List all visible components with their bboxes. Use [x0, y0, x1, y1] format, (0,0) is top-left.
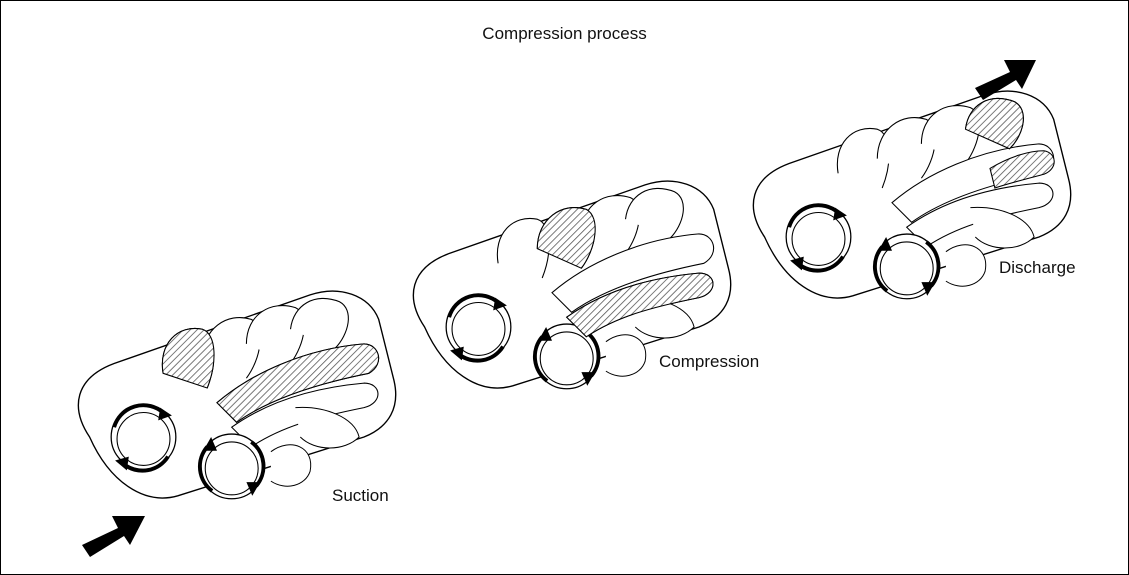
discharge-label: Discharge [999, 258, 1076, 278]
suction-label: Suction [332, 486, 389, 506]
suction-stage [78, 291, 395, 499]
inlet-arrow-icon [82, 516, 145, 557]
compression-label: Compression [659, 352, 759, 372]
